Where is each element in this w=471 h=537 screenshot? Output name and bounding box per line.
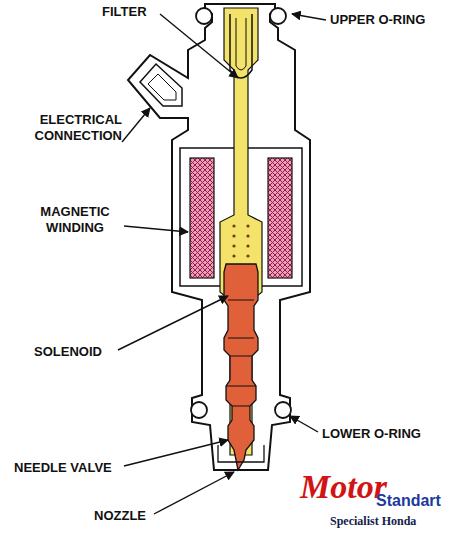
part-label: UPPER O-RING (330, 12, 450, 28)
part-label: MAGNETIC WINDING (26, 204, 124, 236)
watermark: Specialist Honda (330, 514, 460, 528)
part-label: NOZZLE (94, 508, 154, 524)
watermark: Standart (376, 492, 466, 510)
part-label: FILTER (102, 4, 162, 20)
part-label: SOLENOID (34, 344, 118, 360)
part-label: ELECTRICAL CONNECTION (8, 112, 122, 144)
part-label: NEEDLE VALVE (14, 460, 124, 476)
part-label: LOWER O-RING (322, 426, 442, 442)
